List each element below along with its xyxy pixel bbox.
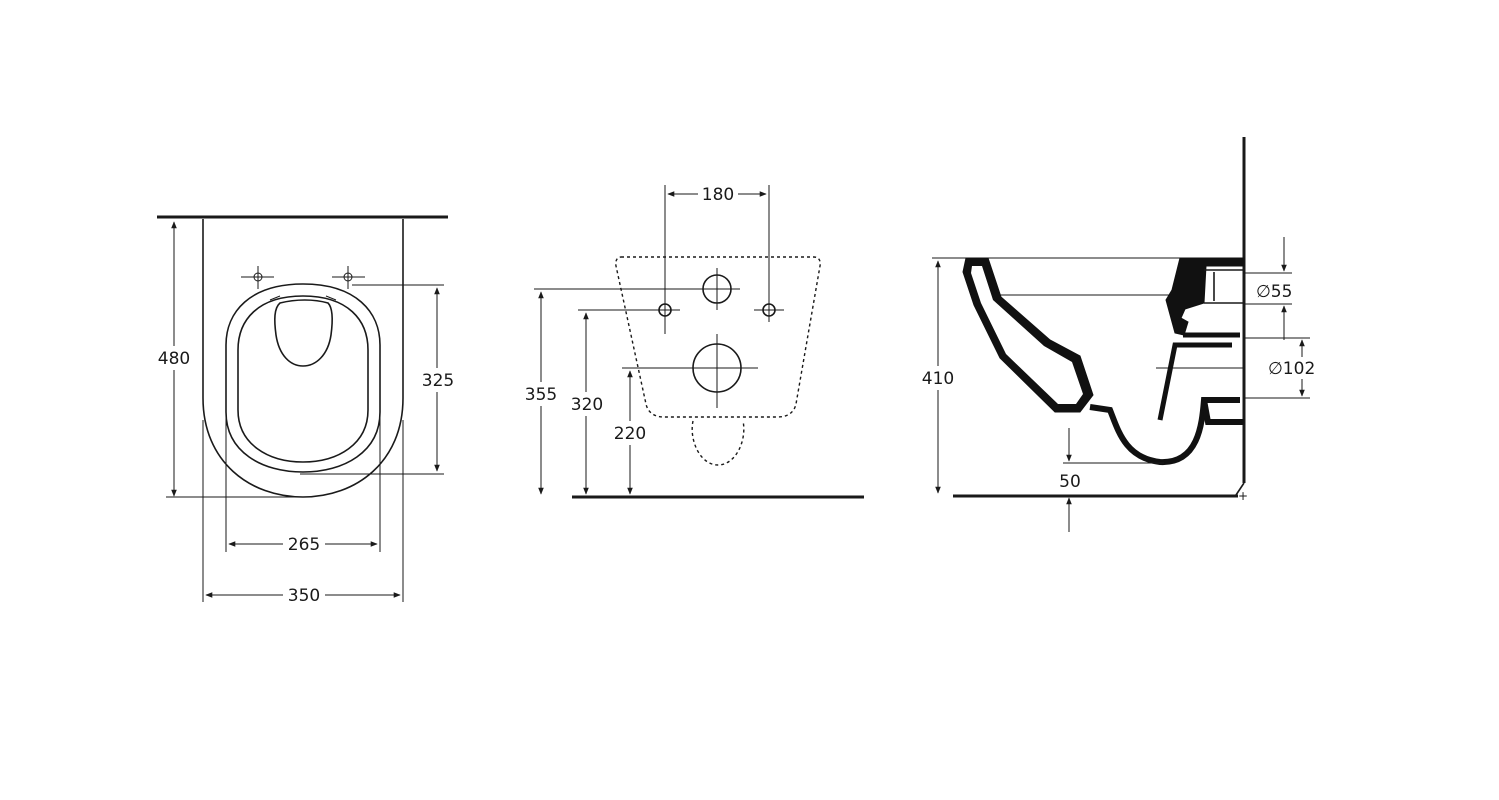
corner-mark: + xyxy=(1238,489,1248,503)
fixing-hole-left-icon xyxy=(650,298,680,334)
dim-inlet-diameter-label: ∅55 xyxy=(1256,282,1292,302)
dim-fixing-height-label: 320 xyxy=(571,395,603,415)
fixing-hole-right-icon xyxy=(332,266,365,289)
toilet-outline xyxy=(202,219,404,498)
trap-inner xyxy=(1157,342,1232,421)
trap-section xyxy=(1089,397,1240,466)
inlet-spud xyxy=(1204,269,1244,304)
dim-fixing-spacing-label: 180 xyxy=(702,185,734,205)
seat-inner xyxy=(237,295,369,463)
seat-slot xyxy=(269,295,337,301)
outlet-outline-hidden xyxy=(691,420,745,466)
body-outline-hidden xyxy=(615,256,821,418)
dim-outlet-diameter-label: ∅102 xyxy=(1268,359,1315,379)
dim-fixing-distance-label: 325 xyxy=(422,371,454,391)
dim-outlet-height-label: 220 xyxy=(614,424,646,444)
side-view: + 410 ∅55 ∅102 xyxy=(919,137,1320,532)
dim-bowl-height-label: 410 xyxy=(922,369,954,389)
dim-outlet-offset-label: 50 xyxy=(1059,472,1081,492)
seat-outer xyxy=(225,283,381,473)
dim-inner-width-label: 265 xyxy=(288,535,320,555)
dim-connection-height-label: 355 xyxy=(525,385,557,405)
bowl-front-inner xyxy=(971,266,1083,404)
fixing-hole-left-icon xyxy=(241,266,274,289)
front-view: 180 355 320 220 xyxy=(522,183,864,499)
rear-outlet-bottom xyxy=(1201,399,1244,425)
fixing-hole-right-icon xyxy=(754,298,784,322)
plan-view: 480 325 265 350 xyxy=(156,215,457,606)
dim-depth-label: 480 xyxy=(158,349,190,369)
dim-total-width-label: 350 xyxy=(288,586,320,606)
bowl-opening xyxy=(274,299,334,367)
wall-corner xyxy=(1235,482,1245,496)
rear-rim-section xyxy=(1165,257,1245,336)
